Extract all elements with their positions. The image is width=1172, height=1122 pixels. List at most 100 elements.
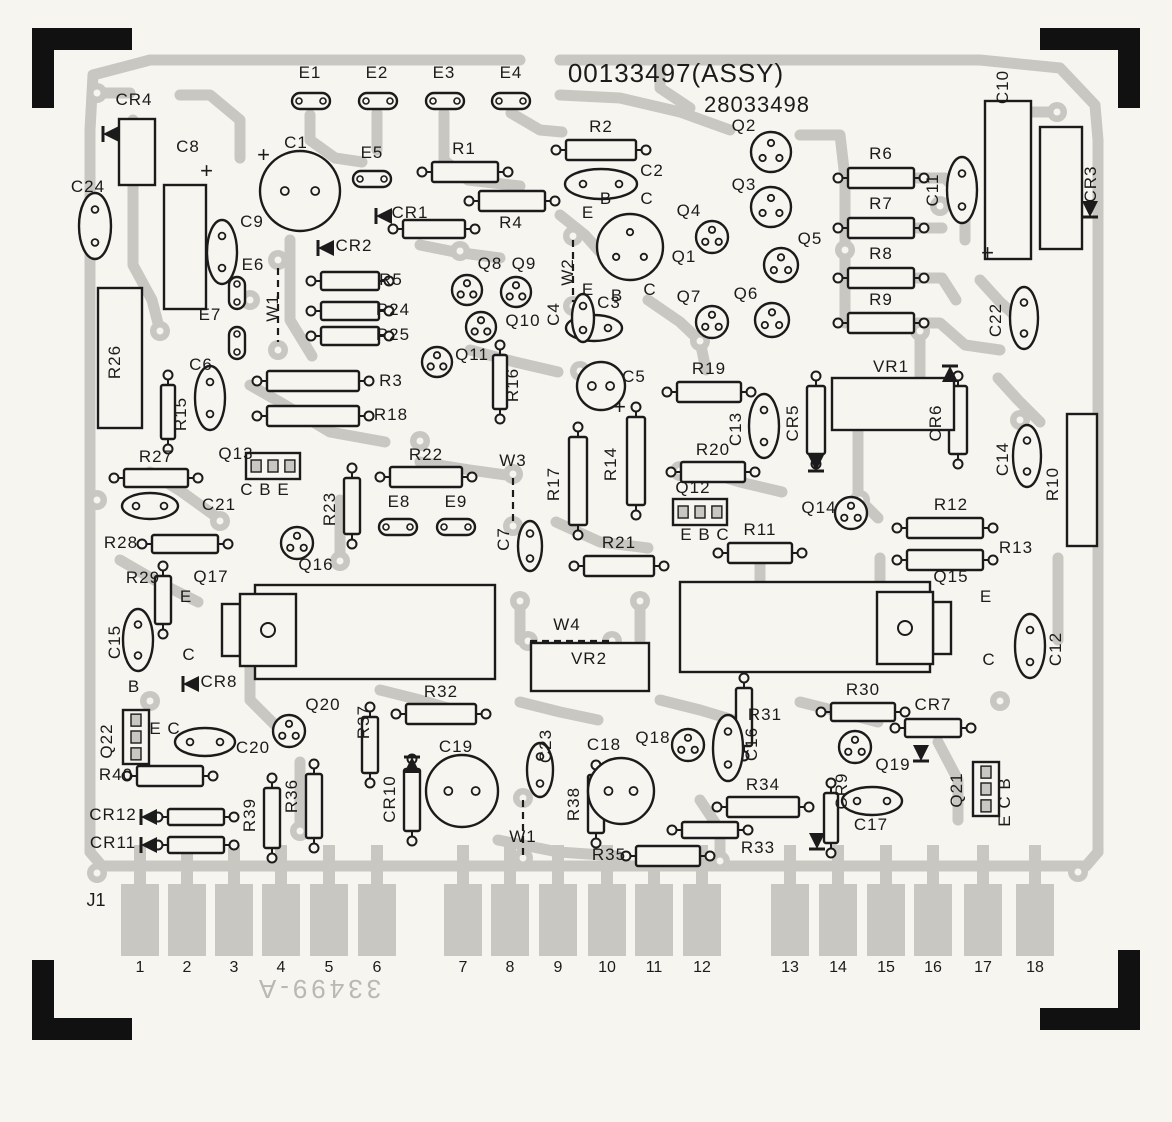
component-label: R28 — [104, 533, 138, 552]
terminal-hole — [233, 348, 241, 356]
lead-pad — [494, 413, 506, 425]
connector-pad — [819, 884, 857, 956]
transistor-outline — [753, 301, 791, 339]
lead-pad — [832, 222, 844, 234]
lead-pad — [463, 195, 475, 207]
lead-pad — [207, 770, 219, 782]
capacitor-lead-hole — [578, 179, 588, 189]
package-pin-pad — [694, 505, 706, 519]
diode-symbol — [374, 208, 392, 224]
component-label: Q20 — [305, 695, 340, 714]
component-label: C2 — [640, 161, 664, 180]
transistor-lead-hole — [432, 351, 442, 360]
component-label: R20 — [696, 440, 730, 459]
pin-number: 8 — [506, 959, 515, 976]
resistor-body — [675, 380, 743, 404]
component-label: E8 — [388, 492, 411, 511]
component-box — [1038, 125, 1084, 251]
terminal-body — [435, 517, 477, 537]
lead-pad — [222, 538, 234, 550]
transistor-outline — [749, 185, 793, 229]
terminal-body — [377, 517, 419, 537]
lead-pad — [630, 401, 642, 413]
component-label: B — [611, 286, 623, 305]
capacitor-lead-hole — [133, 620, 143, 629]
pin-number: 15 — [877, 959, 895, 976]
capacitor-lead-hole — [205, 409, 215, 419]
transistor-lead-hole — [469, 290, 478, 299]
copper-trace — [794, 129, 851, 184]
lead-pad — [796, 547, 808, 559]
pin-number: 9 — [554, 959, 563, 976]
capacitor-outline — [563, 167, 639, 201]
transistor-lead-hole — [291, 731, 300, 740]
lead-pad — [121, 770, 133, 782]
diode-symbol — [101, 126, 119, 142]
lead-pad — [157, 628, 169, 640]
diode-symbol — [139, 837, 157, 853]
capacitor-lead-hole — [723, 727, 733, 736]
pin-number: 4 — [277, 959, 286, 976]
diode-triangle — [183, 676, 199, 692]
transistor-lead-hole — [470, 327, 479, 336]
resistor-body — [342, 476, 362, 536]
transistor-lead-hole — [683, 733, 693, 742]
resistor-body — [265, 404, 361, 428]
lead-pad — [494, 339, 506, 351]
terminal-body — [490, 91, 532, 111]
component-label: Q2 — [732, 116, 757, 135]
resistor-body — [404, 702, 478, 726]
terminal-hole — [406, 523, 414, 531]
diode-triangle — [318, 240, 334, 256]
component-label: R39 — [240, 798, 259, 832]
resistor-body — [166, 835, 226, 855]
connector-pad — [121, 884, 159, 956]
pin-number: 3 — [230, 959, 239, 976]
lead-pad — [469, 223, 481, 235]
transistor-lead-hole — [701, 322, 710, 331]
capacitor-outline — [570, 292, 596, 344]
package-pin-pad — [980, 799, 992, 813]
component-label: R16 — [503, 368, 522, 402]
component-box — [1065, 412, 1099, 548]
diode-triangle — [809, 833, 825, 849]
component-label: R3 — [379, 371, 403, 390]
component-label: E1 — [299, 63, 322, 82]
terminal-body — [227, 275, 247, 311]
component-label: C24 — [71, 177, 105, 196]
lead-pad — [364, 701, 376, 713]
power-transistor-tab — [931, 600, 953, 656]
capacitor-lead-hole — [614, 179, 624, 189]
lead-pad — [387, 223, 399, 235]
connector-pad — [964, 884, 1002, 956]
component-label: C8 — [176, 137, 200, 156]
component-label: Q22 — [97, 723, 116, 758]
component-label: R30 — [846, 680, 880, 699]
lead-pad — [825, 777, 837, 789]
pad-hole — [509, 470, 517, 478]
copper-trace — [554, 54, 1104, 146]
lead-pad — [712, 547, 724, 559]
component-label: C6 — [189, 355, 213, 374]
copper-trace — [654, 54, 696, 114]
component-label: Q10 — [505, 311, 540, 330]
component-label: R33 — [741, 838, 775, 857]
component-label: C — [982, 650, 995, 669]
capacitor-lead-hole — [957, 202, 967, 211]
pad-hole — [524, 637, 532, 645]
pad-hole — [416, 437, 424, 445]
component-label: C B E — [240, 480, 289, 499]
resistor-body — [304, 772, 324, 840]
terminal-body — [290, 91, 332, 111]
component-label: R31 — [748, 705, 782, 724]
terminal-hole — [319, 97, 327, 105]
transistor-lead-hole — [426, 362, 435, 371]
pad-hole — [519, 854, 527, 862]
component-label: CR6 — [926, 404, 945, 441]
transistor-lead-hole — [284, 719, 294, 728]
lead-pad — [363, 410, 375, 422]
lead-pad — [305, 275, 317, 287]
component-label: W4 — [553, 615, 581, 634]
terminal-hole — [233, 330, 241, 338]
diode-symbol — [1082, 201, 1098, 219]
